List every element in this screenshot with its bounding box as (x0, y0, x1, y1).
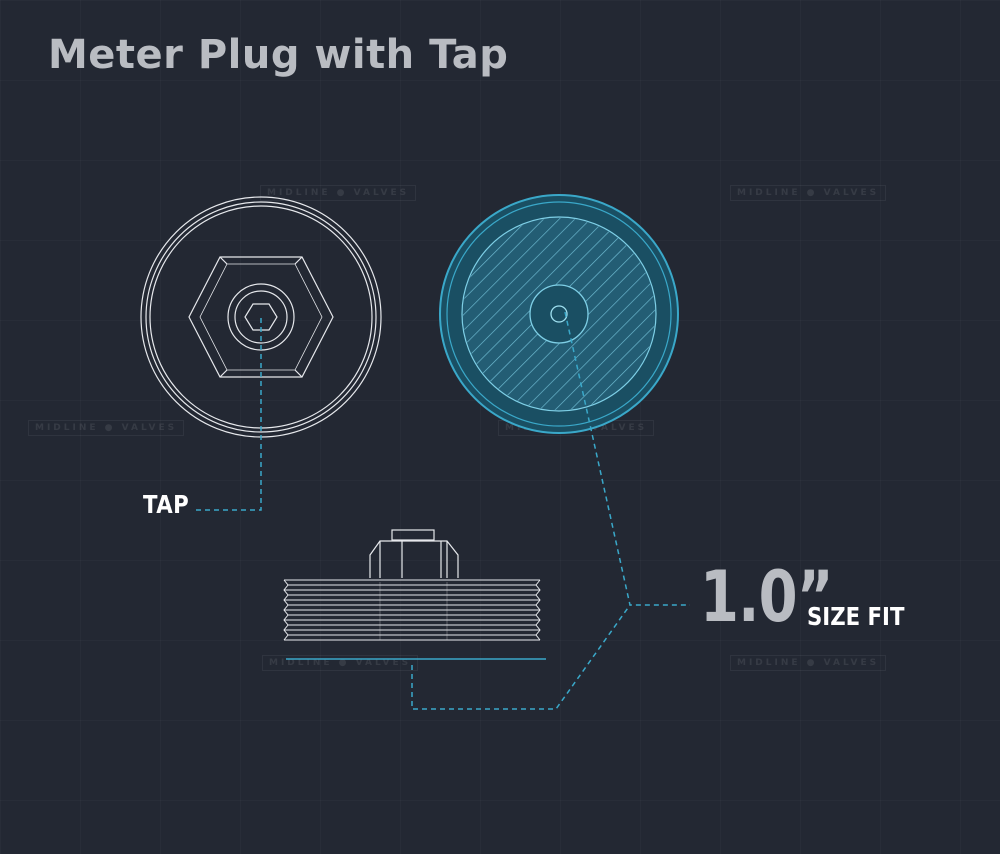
watermark: MIDLINE ● VALVES (260, 185, 417, 201)
size-value: 1.0” (700, 556, 834, 638)
watermark: MIDLINE ● VALVES (262, 655, 419, 671)
page-title: Meter Plug with Tap (48, 32, 509, 78)
watermark: MIDLINE ● VALVES (730, 185, 887, 201)
size-fit-label: SIZE FIT (807, 602, 905, 631)
callout-lines (196, 311, 690, 710)
watermark: MIDLINE ● VALVES (28, 420, 185, 436)
plug-top-view (140, 196, 382, 438)
watermark: MIDLINE ● VALVES (730, 655, 887, 671)
tap-label: TAP (143, 490, 190, 519)
plug-side-view (283, 529, 541, 641)
plug-face-view (439, 194, 679, 434)
